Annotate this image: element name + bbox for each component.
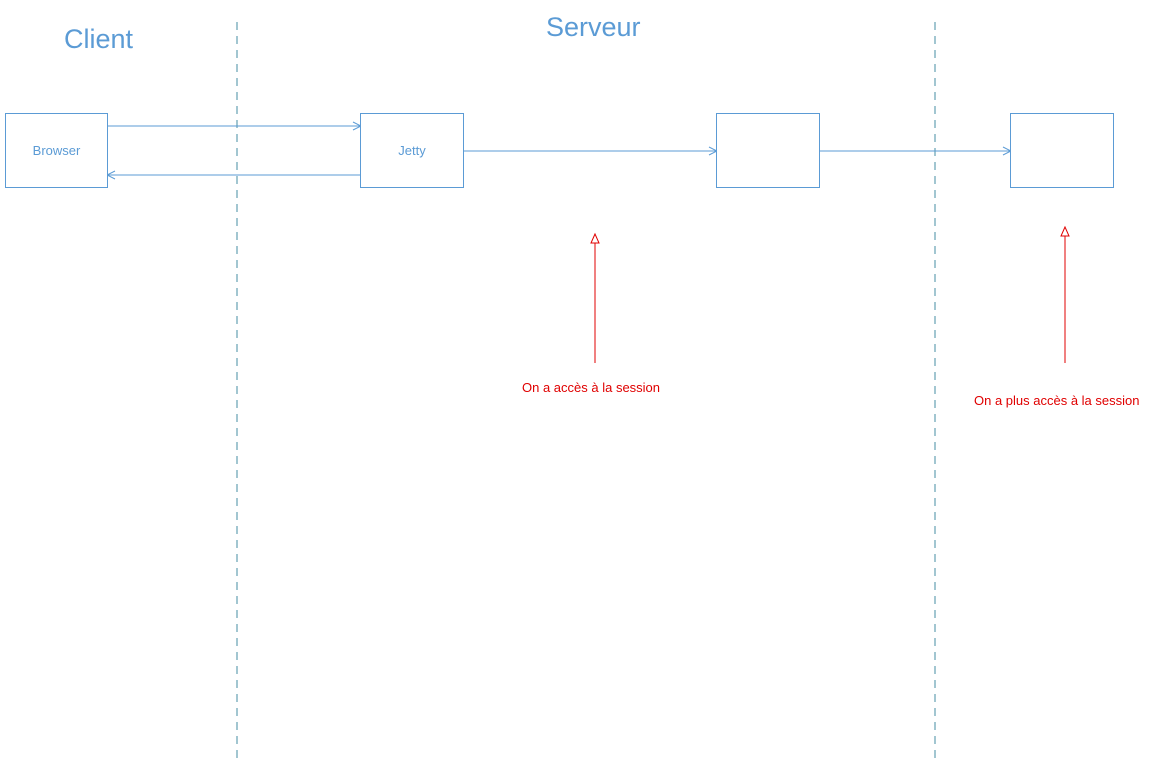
- component-4-node: [1010, 113, 1114, 188]
- jetty-node: Jetty: [360, 113, 464, 188]
- session-access-pointer-head: [590, 232, 600, 244]
- component-3-node: [716, 113, 820, 188]
- browser-node-label: Browser: [32, 143, 81, 158]
- browser-node: Browser: [5, 113, 108, 188]
- jetty-node-label: Jetty: [398, 143, 426, 158]
- no-session-access-pointer-head: [1060, 225, 1070, 237]
- client-zone-title: Client: [64, 24, 134, 54]
- session-access-note: On a accès à la session: [522, 380, 661, 395]
- server-zone-title: Serveur: [546, 12, 641, 42]
- no-session-access-note: On a plus accès à la session: [974, 393, 1140, 408]
